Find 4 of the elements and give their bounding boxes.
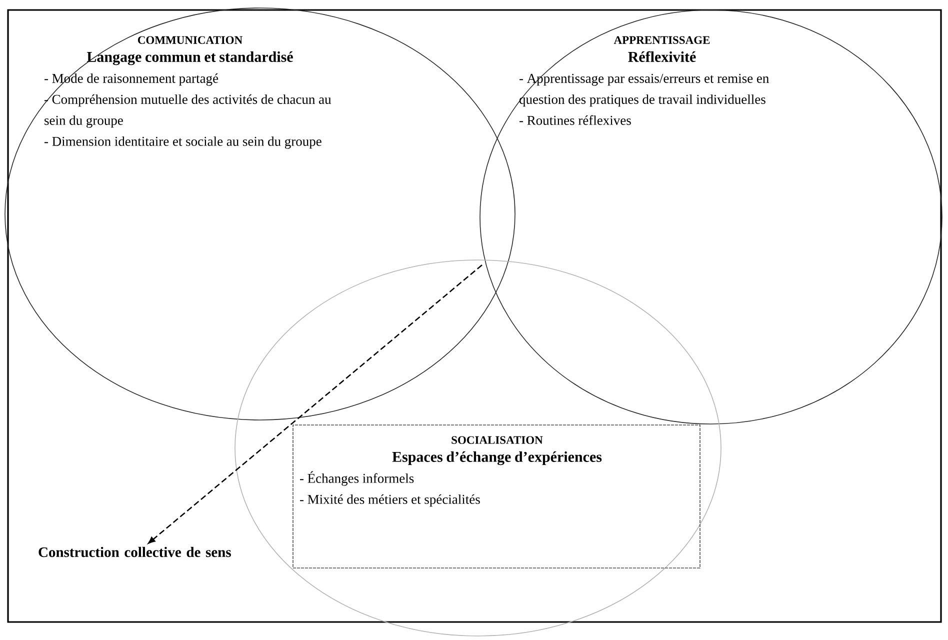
text-box: SOCIALISATION Espaces d’échange d’expériences - Échanges informels - Mixité des métiers et spécialités	[292, 424, 700, 568]
venn-ellipse	[234, 260, 722, 636]
conclusion-text: Construction collective de sens	[38, 546, 231, 558]
dashed-arrow	[148, 264, 482, 544]
